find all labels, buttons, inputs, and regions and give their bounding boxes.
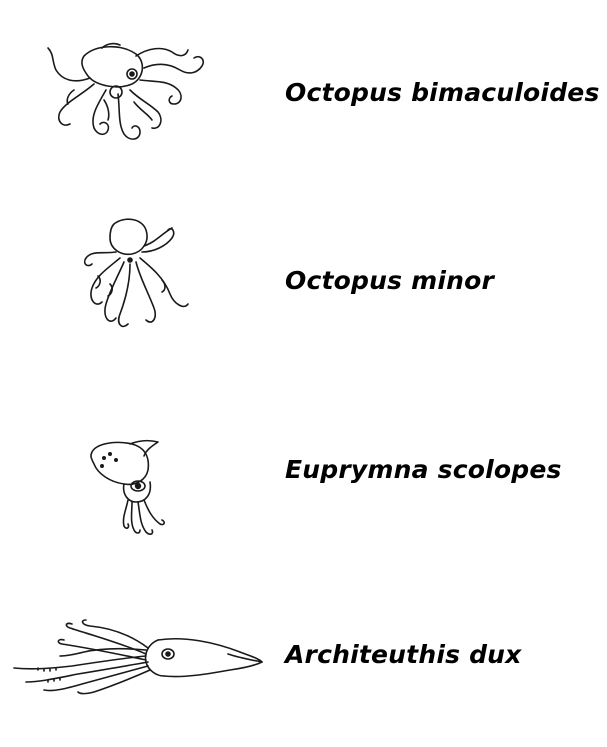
species-name: Euprymna scolopes <box>285 455 562 484</box>
species-name: Octopus bimaculoides <box>285 78 600 107</box>
octopus-minor-icon <box>80 218 195 338</box>
octopus-bimaculoides-icon <box>44 40 214 150</box>
species-name: Octopus minor <box>285 266 494 295</box>
species-name: Architeuthis dux <box>285 640 522 669</box>
euprymna-scolopes-icon <box>88 436 178 540</box>
architeuthis-dux-icon <box>8 614 264 700</box>
